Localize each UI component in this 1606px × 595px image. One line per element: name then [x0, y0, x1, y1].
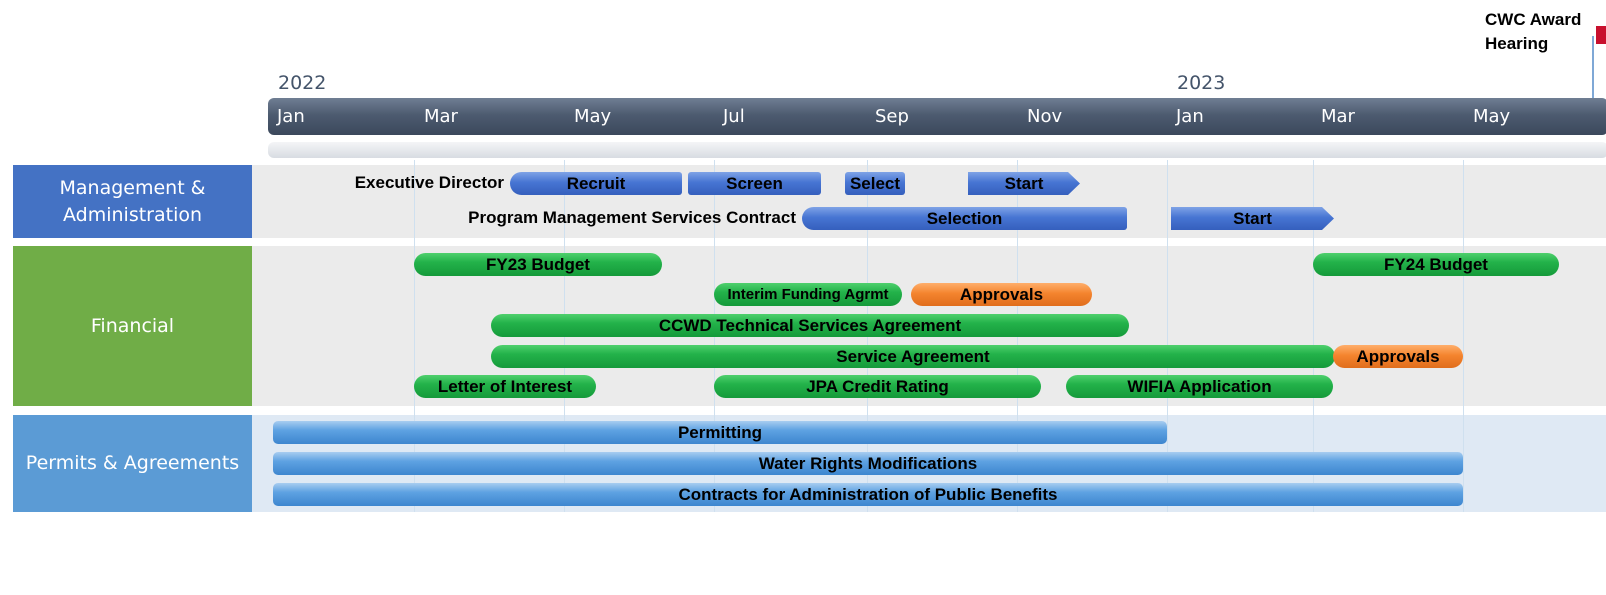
bar-screen[interactable]: Screen: [688, 172, 821, 195]
month-label: May: [574, 106, 612, 127]
milestone-line: [1592, 36, 1594, 98]
bar-recruit[interactable]: Recruit: [510, 172, 682, 195]
milestone-flag-icon: [1596, 26, 1606, 44]
month-label: Mar: [424, 106, 458, 127]
bar-fy23-budget[interactable]: FY23 Budget: [414, 253, 662, 276]
bar-letter-of-interest[interactable]: Letter of Interest: [414, 375, 596, 398]
year-label-2022: 2022: [278, 72, 327, 94]
gridline: [1167, 160, 1168, 512]
bar-jpa-credit-rating[interactable]: JPA Credit Rating: [714, 375, 1041, 398]
bar-approvals-interim[interactable]: Approvals: [911, 283, 1092, 306]
year-label-2023: 2023: [1177, 72, 1226, 94]
month-label: Nov: [1027, 106, 1063, 127]
bar-interim-funding[interactable]: Interim Funding Agrmt: [714, 283, 902, 306]
bar-approvals-service[interactable]: Approvals: [1333, 345, 1463, 368]
bar-start-executive[interactable]: Start: [968, 172, 1080, 195]
month-label: Jul: [723, 106, 745, 127]
month-label: Jan: [1176, 106, 1204, 127]
month-label: Sep: [875, 106, 909, 127]
lane-label-management: Management & Administration: [13, 165, 252, 238]
milestone-label: CWC Award Hearing: [1485, 10, 1582, 53]
gridline: [1313, 160, 1314, 512]
month-label: May: [1473, 106, 1511, 127]
bar-ccwd-tsa[interactable]: CCWD Technical Services Agreement: [491, 314, 1129, 337]
bar-selection[interactable]: Selection: [802, 207, 1127, 230]
bar-fy24-budget[interactable]: FY24 Budget: [1313, 253, 1559, 276]
lane-label-permits: Permits & Agreements: [13, 415, 252, 512]
bar-water-rights[interactable]: Water Rights Modifications: [273, 452, 1463, 475]
timeline-axis-shadow: [268, 142, 1606, 158]
gridline: [1463, 160, 1464, 512]
bar-contracts-public-benefits[interactable]: Contracts for Administration of Public B…: [273, 483, 1463, 506]
bar-select[interactable]: Select: [845, 172, 905, 195]
timeline-axis: Jan Mar May Jul Sep Nov Jan Mar May: [268, 98, 1606, 135]
row-label-pms-contract: Program Management Services Contract: [468, 208, 796, 227]
month-label: Jan: [277, 106, 305, 127]
bar-start-pms[interactable]: Start: [1171, 207, 1334, 230]
lane-label-financial: Financial: [13, 246, 252, 406]
month-label: Mar: [1321, 106, 1355, 127]
bar-permitting[interactable]: Permitting: [273, 421, 1167, 444]
gridline: [414, 160, 415, 512]
row-label-executive-director: Executive Director: [354, 173, 504, 192]
bar-service-agreement[interactable]: Service Agreement: [491, 345, 1335, 368]
bar-wifia-application[interactable]: WIFIA Application: [1066, 375, 1333, 398]
